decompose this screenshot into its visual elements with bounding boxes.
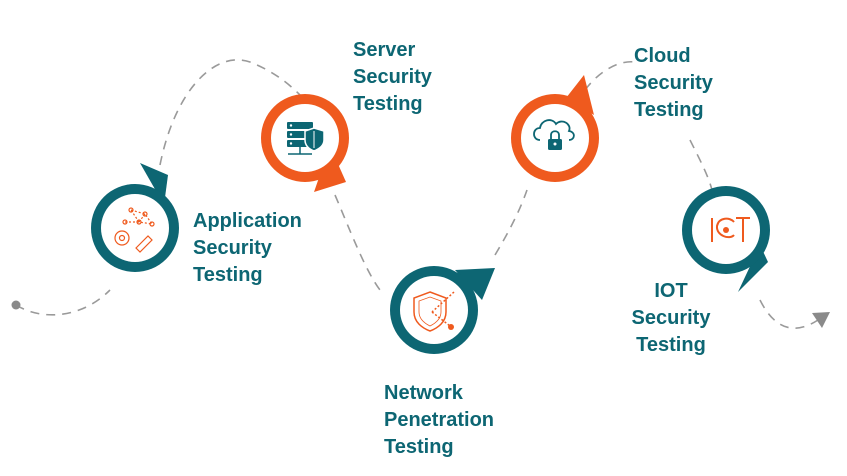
cloud-lock-icon [533,119,575,150]
end-arrow [812,312,830,328]
network-gear-icon [114,207,155,253]
pin-network [390,266,495,354]
start-dot [11,300,21,310]
pin-iot [682,186,770,292]
server-shield-icon [287,122,325,155]
shield-target-icon [413,291,455,332]
connector-path [15,59,819,329]
pin-cloud [511,75,599,182]
iot-icon [711,217,750,242]
pin-application [91,163,179,272]
pin-server [261,94,349,192]
